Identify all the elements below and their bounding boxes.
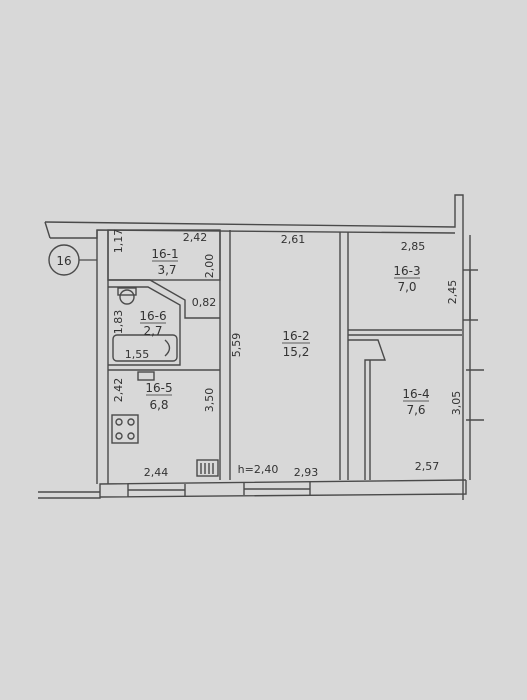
dimension-labels-vertical: 1,17 2,00 2,45 1,83 5,59 2,42 3,50 3,05 bbox=[112, 229, 463, 416]
dimension-label: 2,44 bbox=[144, 466, 169, 479]
room-id-16-4: 16-4 bbox=[402, 387, 429, 401]
dimension-label: 0,82 bbox=[192, 296, 217, 309]
wall-lines bbox=[38, 194, 484, 500]
dimension-labels-horizontal: 2,42 2,61 2,85 0,82 1,55 2,44 h=2,40 2,9… bbox=[125, 231, 440, 479]
room-area-16-1: 3,7 bbox=[157, 263, 176, 277]
room-id-16-3: 16-3 bbox=[393, 264, 420, 278]
dimension-label: 2,42 bbox=[183, 231, 208, 244]
dimension-label: 2,61 bbox=[281, 233, 306, 246]
dimension-label: 3,50 bbox=[203, 388, 216, 413]
dimension-label: 2,93 bbox=[294, 466, 319, 479]
room-area-16-6: 2,7 bbox=[143, 324, 162, 338]
room-area-16-2: 15,2 bbox=[283, 345, 310, 359]
apartment-number: 16 bbox=[56, 254, 71, 268]
dimension-label: 2,57 bbox=[415, 460, 440, 473]
room-area-16-4: 7,6 bbox=[406, 403, 425, 417]
room-id-16-6: 16-6 bbox=[139, 309, 166, 323]
outer-wall-top-right bbox=[44, 194, 464, 500]
ceiling-height-label: h=2,40 bbox=[238, 463, 279, 476]
room-id-16-2: 16-2 bbox=[282, 329, 309, 343]
dimension-label: 1,83 bbox=[112, 310, 125, 335]
room-id-16-1: 16-1 bbox=[151, 247, 178, 261]
room-labels: 16-1 3,7 16-6 2,7 16-5 6,8 16-2 15,2 16-… bbox=[139, 247, 429, 417]
dimension-label: 1,55 bbox=[125, 348, 150, 361]
dimension-label: 2,00 bbox=[203, 254, 216, 279]
dimension-label: 2,45 bbox=[446, 280, 459, 305]
dimension-label: 2,42 bbox=[112, 378, 125, 403]
dimension-label: 2,85 bbox=[401, 240, 426, 253]
room-area-16-3: 7,0 bbox=[397, 280, 416, 294]
dimension-label: 3,05 bbox=[450, 391, 463, 416]
room-area-16-5: 6,8 bbox=[149, 398, 168, 412]
room-id-16-5: 16-5 bbox=[145, 381, 172, 395]
outer-wall-bottom bbox=[38, 479, 467, 499]
dimension-label: 1,17 bbox=[112, 229, 125, 254]
dimension-label: 5,59 bbox=[230, 333, 243, 358]
